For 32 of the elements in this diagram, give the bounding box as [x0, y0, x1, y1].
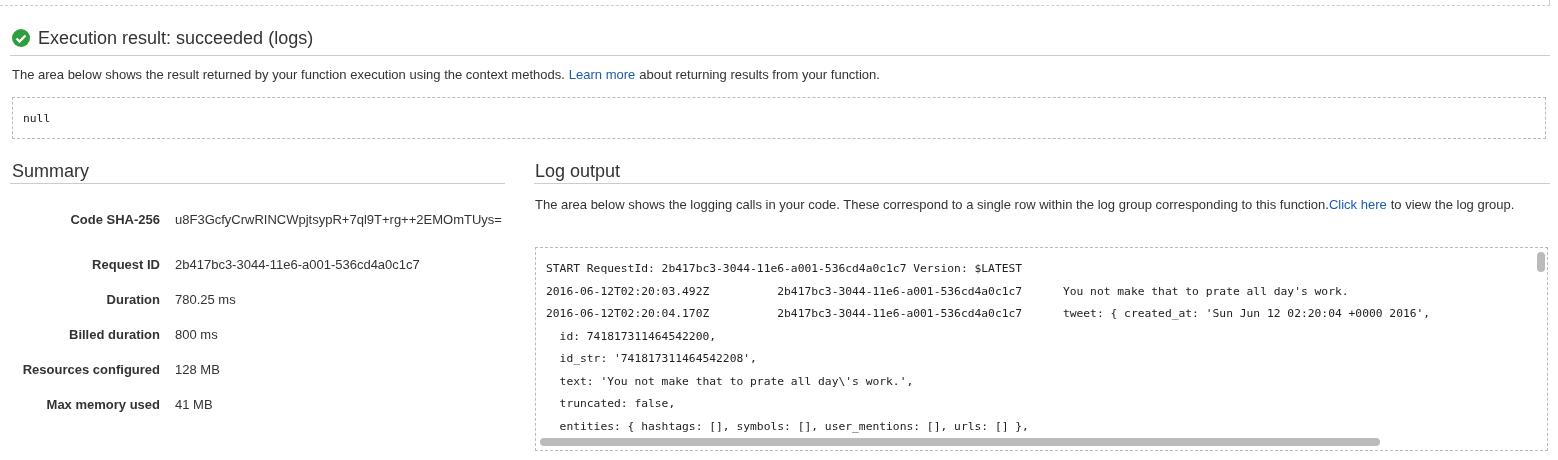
field-value: u8F3GcfyCrwRINCWpjtsypR+7ql9T+rg++2EMOmTUys=	[175, 212, 502, 227]
code-line: null	[23, 112, 51, 125]
description-text: to view the log group.	[1390, 197, 1515, 212]
code-line: id_str: '741817311464542208',	[558, 352, 757, 365]
field-value: 41 MB	[175, 397, 213, 412]
code-line: entities: { hashtags: [], symbols: [], user_mentions: [], urls: [] },	[558, 419, 1029, 433]
click-here-link: Click here	[1328, 197, 1387, 212]
code-line: START RequestId: 2b417bc3-3044-11e6-a001-536cd4a0c1c7 Version: $LATEST	[546, 262, 1023, 275]
field-value: 800 ms	[175, 327, 218, 342]
code-line: 2016-06-12T02:20:04.170Z 2b417bc3-3044-11e6-a001-536cd4a0c1c7 tweet: { created_at: 'Sun Jun 12 02:20:04 +0000 2016',	[546, 307, 1431, 320]
field-label: Code SHA-256	[70, 212, 160, 227]
description-text: The area below shows the logging calls in your code. These correspond to a single row within the log group corresponding to this function.	[535, 197, 1329, 212]
code-line: id: 741817311464542200,	[558, 329, 717, 343]
description-text: The area below shows the result returned by your function execution using the context methods.	[12, 67, 565, 82]
field-label: Duration	[106, 292, 160, 307]
description-text: about returning results from your function.	[639, 67, 880, 82]
field-label: Billed duration	[69, 327, 160, 342]
section-heading: Log output	[535, 161, 621, 181]
section-heading: Execution result: succeeded (logs)	[38, 28, 314, 49]
field-value: 128 MB	[175, 362, 220, 377]
result-output-box	[12, 97, 1546, 139]
field-label: Max memory used	[46, 397, 160, 412]
log-output-box	[535, 247, 1548, 451]
code-line: text: 'You not make that to prate all day\'s work.',	[558, 374, 914, 388]
learn-more-link: Learn more	[568, 67, 636, 82]
section-heading: Summary	[12, 161, 89, 181]
field-label: Resources configured	[22, 362, 160, 377]
code-line: truncated: false,	[558, 397, 676, 410]
field-value: 780.25 ms	[175, 292, 236, 307]
field-label: Request ID	[92, 257, 160, 272]
code-line: 2016-06-12T02:20:03.492Z 2b417bc3-3044-11e6-a001-536cd4a0c1c7 You not make that to prate all day's work.	[546, 284, 1349, 298]
field-value: 2b417bc3-3044-11e6-a001-536cd4a0c1c7	[175, 257, 420, 272]
